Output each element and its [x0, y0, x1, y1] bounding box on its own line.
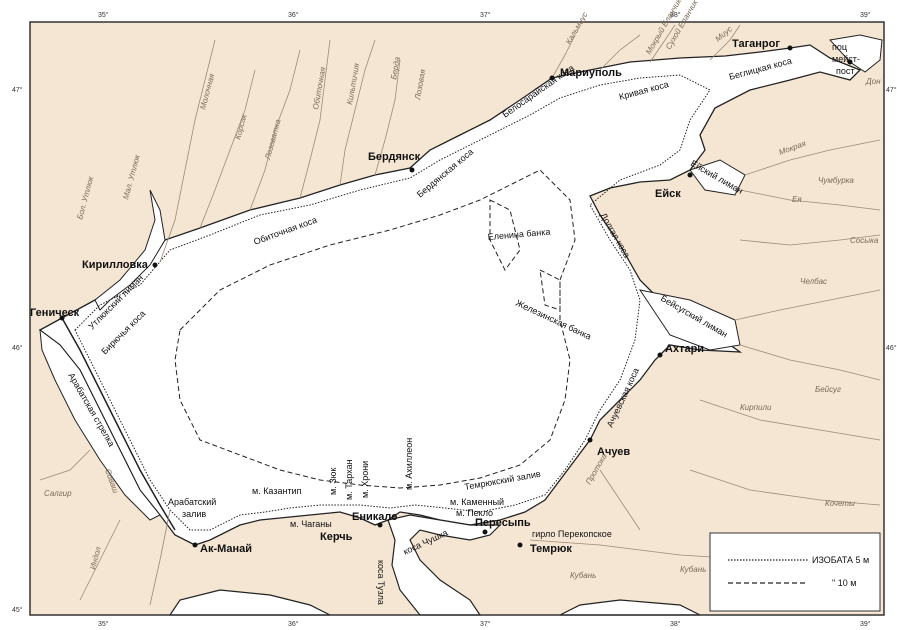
sea-of-azov: [38, 44, 862, 546]
legend-box: [709, 532, 881, 612]
marker-peresyp: [482, 529, 488, 535]
map-border: [29, 21, 885, 616]
lon-ticks-top: 35° 36° 37° 38° 39°: [98, 11, 871, 19]
post-line-2: мейст-: [832, 54, 860, 64]
marker-temryuk: [517, 542, 523, 548]
marker-akhtari: [657, 352, 663, 358]
lon-tick-36-bottom: 36°: [288, 620, 299, 628]
city-enikale: Еникале: [352, 511, 397, 523]
lon-tick-39: 39°: [860, 11, 871, 19]
river-chumburka: Чумбурка: [818, 176, 854, 185]
city-peresyp: Пересыпь: [475, 517, 531, 529]
lat-tick-46-right: 46°: [886, 344, 897, 352]
city-berdyansk: Бердянск: [368, 151, 421, 163]
marker-post: [847, 59, 853, 65]
lat-tick-46: 46°: [12, 344, 23, 352]
feat-peklo: м. Пекло: [456, 508, 493, 518]
river-kuban: Кубань: [570, 571, 596, 580]
river-beisug: Бейсуг: [815, 385, 841, 394]
feat-girlo: гирло Перекопское: [532, 529, 612, 539]
lon-tick-37-bottom: 37°: [480, 620, 491, 628]
marker-genichesk: [59, 315, 65, 321]
feat-arabatskiy-zaliv-2: залив: [182, 509, 206, 519]
isobath-10m-bank: [489, 199, 521, 271]
lon-tick-35: 35°: [98, 11, 109, 19]
river-eya: Ея: [792, 195, 802, 204]
marker-yeysk: [687, 172, 693, 178]
marker-akmanai: [192, 542, 198, 548]
rivers: [39, 24, 881, 606]
city-taganrog: Таганрог: [732, 38, 780, 50]
lon-tick-38: 38°: [670, 11, 681, 19]
feat-khroni: м. Хрони: [360, 461, 370, 498]
lat-tick-47: 47°: [12, 86, 23, 94]
marker-berdyansk: [409, 167, 415, 173]
city-genichesk: Геническ: [30, 307, 80, 319]
lon-tick-35-bottom: 35°: [98, 620, 109, 628]
legend: ИЗОБАТА 5 м " 10 м: [709, 532, 881, 612]
city-yeysk: Ейск: [655, 188, 681, 200]
city-kirillovka: Кирилловка: [82, 259, 149, 271]
post-label: поц мейст- пост: [832, 42, 860, 76]
lon-tick-38-bottom: 38°: [670, 620, 681, 628]
river-salgir: Салгир: [44, 489, 72, 498]
utlyukskiy-liman-shape: [94, 189, 166, 311]
legend-label-5m: ИЗОБАТА 5 м: [812, 555, 869, 565]
river-berda: Берда: [389, 56, 402, 81]
lon-ticks-bottom: 35° 36° 37° 38° 39°: [98, 620, 871, 628]
isobath-10m: [174, 169, 576, 489]
feat-zyuk: м. Зюк: [328, 468, 338, 495]
lon-tick-37: 37°: [480, 11, 491, 19]
post-line-3: пост: [836, 66, 855, 76]
river-sosyka: Сосыка: [850, 236, 879, 245]
city-akhtari: Ахтари: [665, 343, 704, 355]
river-kochety: Кочеты: [825, 499, 855, 508]
marker-mariupol: [549, 75, 555, 81]
river-kuban2: Кубань: [680, 565, 706, 574]
feat-kazantip: м. Казантип: [252, 486, 302, 496]
marker-enikale: [377, 522, 383, 528]
lon-tick-39-bottom: 39°: [860, 620, 871, 628]
feat-tarkhan: м. Тархан: [344, 459, 354, 500]
lon-tick-36: 36°: [288, 11, 299, 19]
yeyskiy-liman-shape: [689, 159, 746, 196]
isobath-5m: [74, 74, 711, 531]
feat-tuzla: коса Тузла: [376, 560, 386, 605]
river-chelbas: Челбас: [800, 277, 827, 286]
city-kerch: Керчь: [320, 531, 353, 543]
legend-label-10m: " 10 м: [832, 578, 856, 588]
feat-akhilleon: м. Ахиллеон: [404, 438, 414, 490]
river-don: Дон: [865, 77, 881, 86]
post-line-1: поц: [832, 42, 847, 52]
lat-ticks: 47° 46° 45° 47° 46°: [12, 86, 897, 614]
feat-chagany: м. Чаганы: [290, 519, 332, 529]
lat-tick-47-right: 47°: [886, 86, 897, 94]
lat-tick-45: 45°: [12, 606, 23, 614]
feat-kamenny: м. Каменный: [450, 497, 504, 507]
feat-arabatskiy-zaliv-1: Арабатский: [168, 497, 216, 507]
city-akmanai: Ак-Манай: [200, 543, 252, 555]
city-mariupol: Мариуполь: [560, 67, 622, 79]
river-kirpili: Кирпили: [740, 403, 772, 412]
marker-taganrog: [787, 45, 793, 51]
marker-achuev: [587, 437, 593, 443]
isobath-10m-bank2: [539, 269, 561, 311]
kerch-strait: [387, 514, 502, 616]
city-markers: [59, 45, 853, 548]
city-achuev: Ачуев: [597, 446, 630, 458]
city-labels: Таганрог Мариуполь Бердянск Ейск Кирилло…: [30, 38, 780, 555]
marker-kirillovka: [152, 262, 158, 268]
arabat-spit: [61, 317, 176, 531]
city-temryuk: Темрюк: [530, 543, 572, 555]
sivash-shape: [39, 328, 161, 521]
